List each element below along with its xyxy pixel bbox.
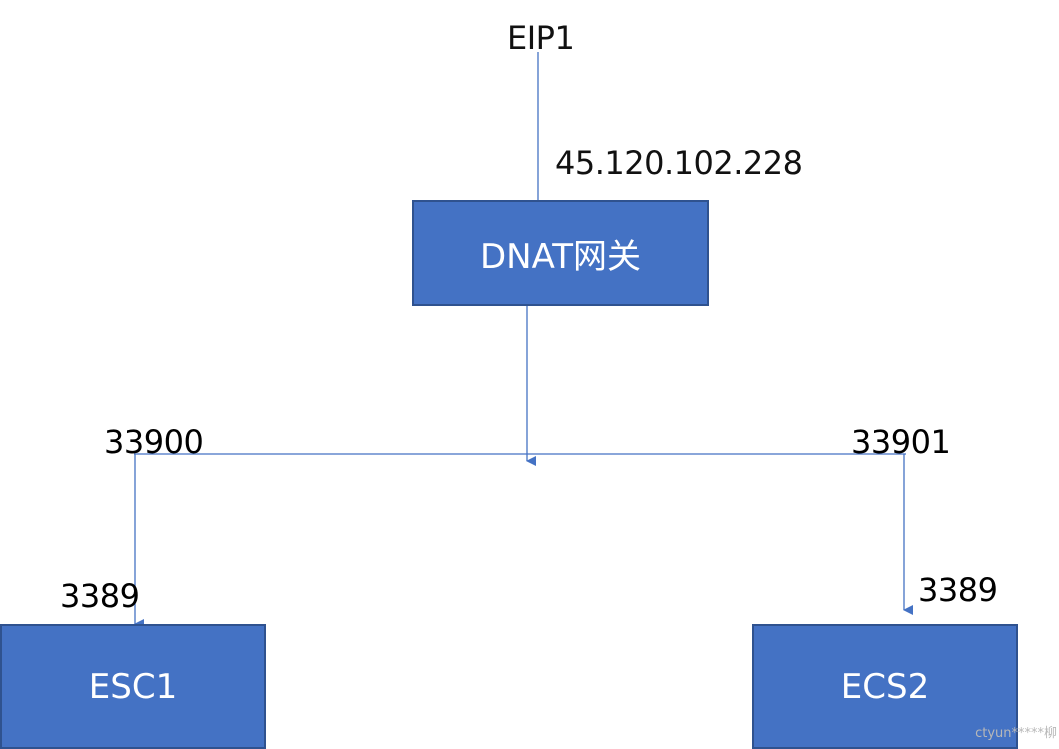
ecs2-port-label: 3389 (918, 571, 998, 609)
ip-address-label: 45.120.102.228 (555, 144, 803, 182)
ecs2-node: ECS2 (752, 624, 1018, 749)
watermark-text: ctyun*****柳 (975, 726, 1057, 741)
esc1-port-label: 3389 (60, 577, 140, 615)
eip-label: EIP1 (507, 19, 575, 57)
esc1-node: ESC1 (0, 624, 266, 749)
port-33901-label: 33901 (851, 423, 951, 461)
port-33900-label: 33900 (104, 423, 204, 461)
dnat-gateway-node: DNAT网关 (412, 200, 709, 306)
